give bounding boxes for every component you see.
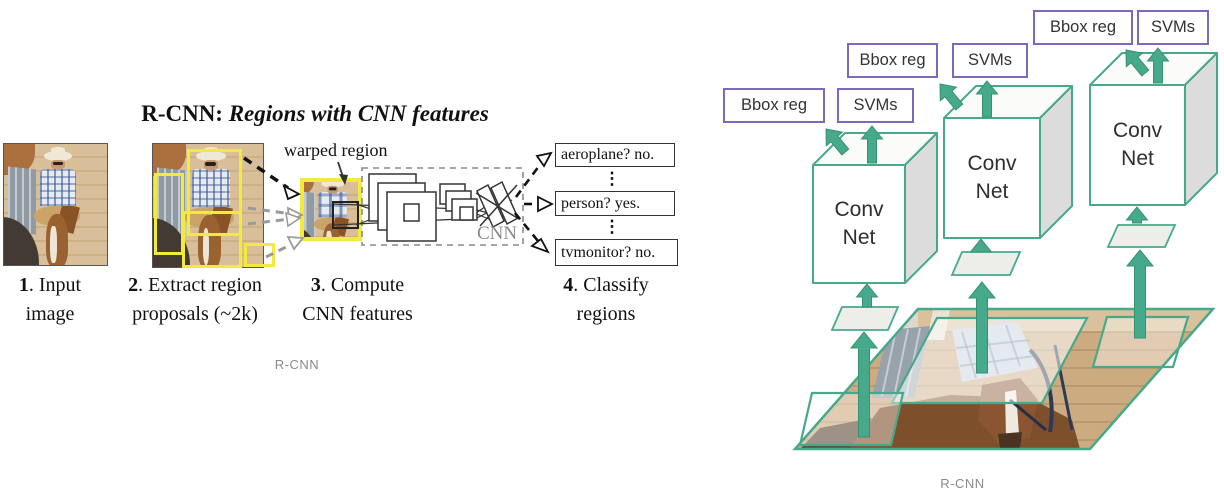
cowboy-photo: [4, 144, 107, 265]
warped-region-label: warped region: [284, 140, 388, 160]
output-label: person? yes.: [561, 194, 641, 212]
output-label: aeroplane? no.: [561, 146, 655, 163]
left-figure-lineart: [243, 151, 555, 259]
scene-border: [792, 307, 1216, 451]
bbox-reg-box-1: Bbox reg: [723, 88, 825, 123]
warped-region-patch: [300, 178, 362, 241]
warped-patches: [830, 224, 1177, 331]
output-tvmonitor: tvmonitor? no.: [555, 239, 678, 266]
step-3-label: 3. Compute CNN features: [302, 274, 413, 325]
scene-regions: [798, 315, 1190, 447]
svms-box-2: SVMs: [952, 43, 1028, 78]
right-caption: R-CNN: [940, 476, 985, 491]
output-aeroplane: aeroplane? no.: [555, 143, 675, 167]
bbox-reg-box-2: Bbox reg: [847, 43, 938, 78]
ellipsis-dots: ⋮: [603, 169, 621, 188]
bbox-reg-box-3: Bbox reg: [1033, 10, 1133, 45]
left-caption: R-CNN: [274, 357, 320, 372]
output-label: tvmonitor? no.: [561, 243, 656, 261]
warped-label-arrow: [337, 161, 348, 185]
figure-title: R-CNN: Regions with CNN features: [105, 101, 525, 127]
proposal-to-warp-arrows: [243, 156, 305, 259]
right-figure-graphics: [792, 47, 1218, 451]
cnn-dashed-box: [361, 167, 524, 246]
ellipsis-dots: ⋮: [603, 217, 621, 236]
input-image-photo: [3, 143, 108, 266]
receptive-field-square: [332, 201, 359, 229]
step-4-label: 4. Classify regions: [563, 274, 649, 325]
proposal-box-person: [187, 149, 242, 236]
step-1-label: 1. Input image: [18, 274, 82, 325]
proposal-box-small: [244, 243, 275, 267]
cnn-label: CNN: [477, 223, 518, 244]
cnn-to-output-arrows: [513, 151, 555, 254]
svms-box-1: SVMs: [837, 88, 914, 123]
title-emphasis: Regions with CNN features: [228, 101, 489, 126]
convnet-boxes: [812, 52, 1218, 284]
title-prefix: R-CNN:: [141, 101, 223, 126]
green-arrows: [825, 47, 1170, 438]
proposal-box-horse: [182, 211, 242, 268]
svms-box-3: SVMs: [1137, 10, 1209, 45]
output-person: person? yes.: [555, 191, 675, 216]
step-2-label: 2. Extract region proposals (~2k): [128, 274, 262, 325]
region-proposals-image: [152, 143, 275, 268]
